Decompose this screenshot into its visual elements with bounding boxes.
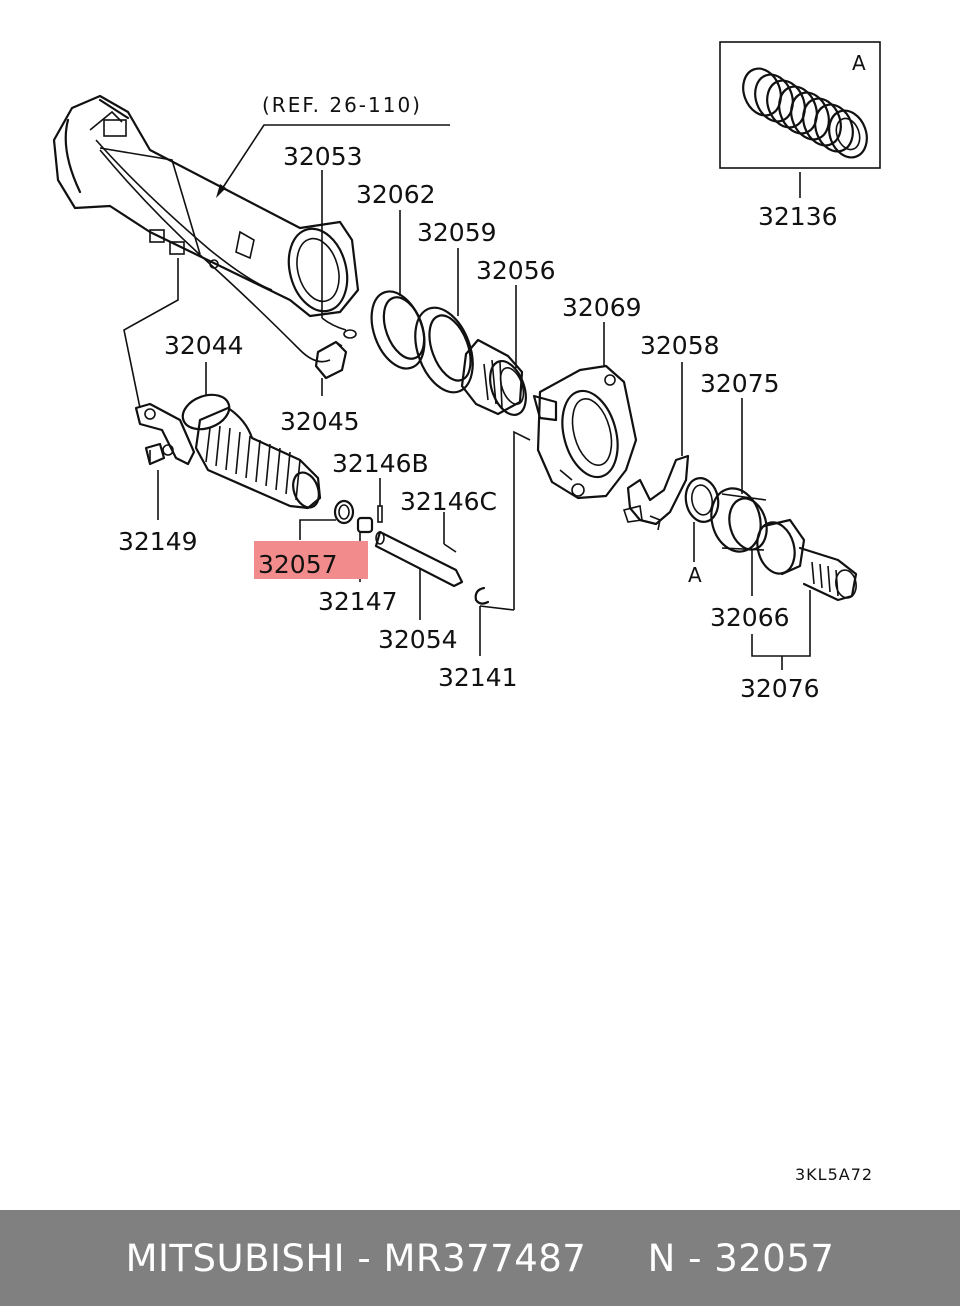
part-number-caption: MITSUBISHI - MR377487 N - 32057 bbox=[125, 1236, 835, 1280]
label-32141: 32141 bbox=[438, 663, 518, 692]
label-32053: 32053 bbox=[283, 142, 363, 171]
seal-32057-shape bbox=[333, 499, 355, 525]
label-32076: 32076 bbox=[740, 674, 820, 703]
ref-label: (REF. 26-110) bbox=[262, 93, 422, 117]
exploded-parts-diagram: A (REF. 26-110) 32053 32062 32059 32056 … bbox=[52, 41, 881, 1184]
label-32062: 32062 bbox=[356, 180, 436, 209]
footer-bar: MITSUBISHI - MR377487 N - 32057 bbox=[0, 1210, 960, 1306]
label-32056: 32056 bbox=[476, 256, 556, 285]
label-32054: 32054 bbox=[378, 625, 458, 654]
axle-housing-drawing bbox=[52, 94, 360, 363]
bushing-32147-shape bbox=[356, 516, 374, 534]
label-32059: 32059 bbox=[417, 218, 497, 247]
part-labels: (REF. 26-110) 32053 32062 32059 32056 32… bbox=[118, 93, 873, 1184]
small-parts-drawing bbox=[333, 499, 490, 605]
bracket-drawing bbox=[134, 402, 196, 466]
ring-32059-drawing bbox=[414, 306, 474, 394]
shaft-32054-shape bbox=[374, 530, 464, 588]
label-32058: 32058 bbox=[640, 331, 720, 360]
label-32075: 32075 bbox=[700, 369, 780, 398]
label-32136: 32136 bbox=[758, 202, 838, 231]
boot-32044-drawing bbox=[181, 393, 322, 510]
label-32069: 32069 bbox=[562, 293, 642, 322]
output-shaft-32076-drawing bbox=[756, 518, 858, 602]
label-32146c: 32146C bbox=[400, 487, 497, 516]
housing-32069-drawing bbox=[532, 364, 638, 500]
bearing-32056-drawing bbox=[460, 338, 527, 416]
pin-32146b-shape bbox=[377, 505, 383, 523]
seal-32062-drawing bbox=[370, 290, 426, 370]
label-32044: 32044 bbox=[164, 331, 244, 360]
label-32045: 32045 bbox=[280, 407, 360, 436]
pin-32146c-shape bbox=[443, 543, 457, 553]
label-32066: 32066 bbox=[710, 603, 790, 632]
drawing-code: 3KL5A72 bbox=[795, 1165, 873, 1184]
inset-letter: A bbox=[852, 51, 866, 75]
inset-box-a: A bbox=[719, 41, 881, 169]
label-32146b: 32146B bbox=[332, 449, 429, 478]
label-32057: 32057 bbox=[258, 550, 338, 579]
highlight-32057 bbox=[254, 541, 368, 579]
shift-fork-32058-drawing bbox=[622, 454, 690, 531]
detail-letter: A bbox=[688, 563, 702, 587]
sleeve-32075-drawing bbox=[710, 487, 768, 553]
label-32149: 32149 bbox=[118, 527, 198, 556]
clip-32141-shape bbox=[474, 586, 490, 605]
label-32147: 32147 bbox=[318, 587, 398, 616]
sensor-32053-drawing bbox=[321, 317, 357, 339]
spring-32136-drawing bbox=[742, 67, 868, 159]
sensor-32045-drawing bbox=[314, 340, 348, 380]
